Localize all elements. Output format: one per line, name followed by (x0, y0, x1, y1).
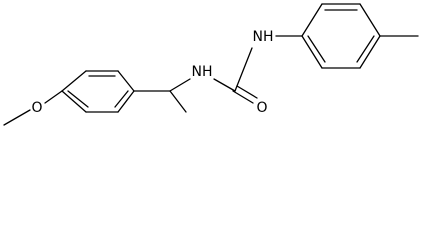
ethyl-linker (133, 78, 191, 113)
ring-bond (301, 35, 323, 69)
bond-oxygen-ring (44, 90, 63, 104)
atom-oxygen-methoxy: O (31, 100, 42, 116)
benzene-ring-tolyl (301, 3, 381, 69)
bond-nh-carbonyl (213, 78, 236, 92)
methoxy-group (3, 90, 63, 126)
atom-nh-left: NH (192, 64, 213, 80)
chemical-structure: O NH O NH (3, 3, 419, 126)
ring-bond (117, 70, 135, 92)
ring-bond (61, 90, 87, 113)
ring-bond (61, 70, 87, 92)
bond-ch-methyl (169, 90, 187, 113)
ring-inner-double-bond (307, 35, 326, 63)
ring-inner-double-bond (114, 90, 129, 108)
urea-core (213, 47, 258, 104)
bond-carbonyl-nh (234, 47, 253, 92)
atom-nh-right: NH (253, 29, 274, 45)
benzene-ring-methoxyphenyl (61, 70, 135, 113)
bond-carbonyl-double-1 (232, 90, 254, 104)
ring-bond (117, 90, 135, 113)
bond-carbonyl-double-2 (236, 85, 258, 99)
atom-oxygen-carbonyl: O (256, 100, 267, 116)
ring-inner-double-bond (356, 35, 375, 63)
ring-bond (301, 3, 323, 37)
ring-bond (359, 35, 381, 69)
ring-bond (359, 3, 381, 37)
bond-ch-nh (169, 78, 191, 92)
bond-methyl-oxygen (3, 109, 31, 126)
ring-inner-double-bond (67, 90, 89, 108)
